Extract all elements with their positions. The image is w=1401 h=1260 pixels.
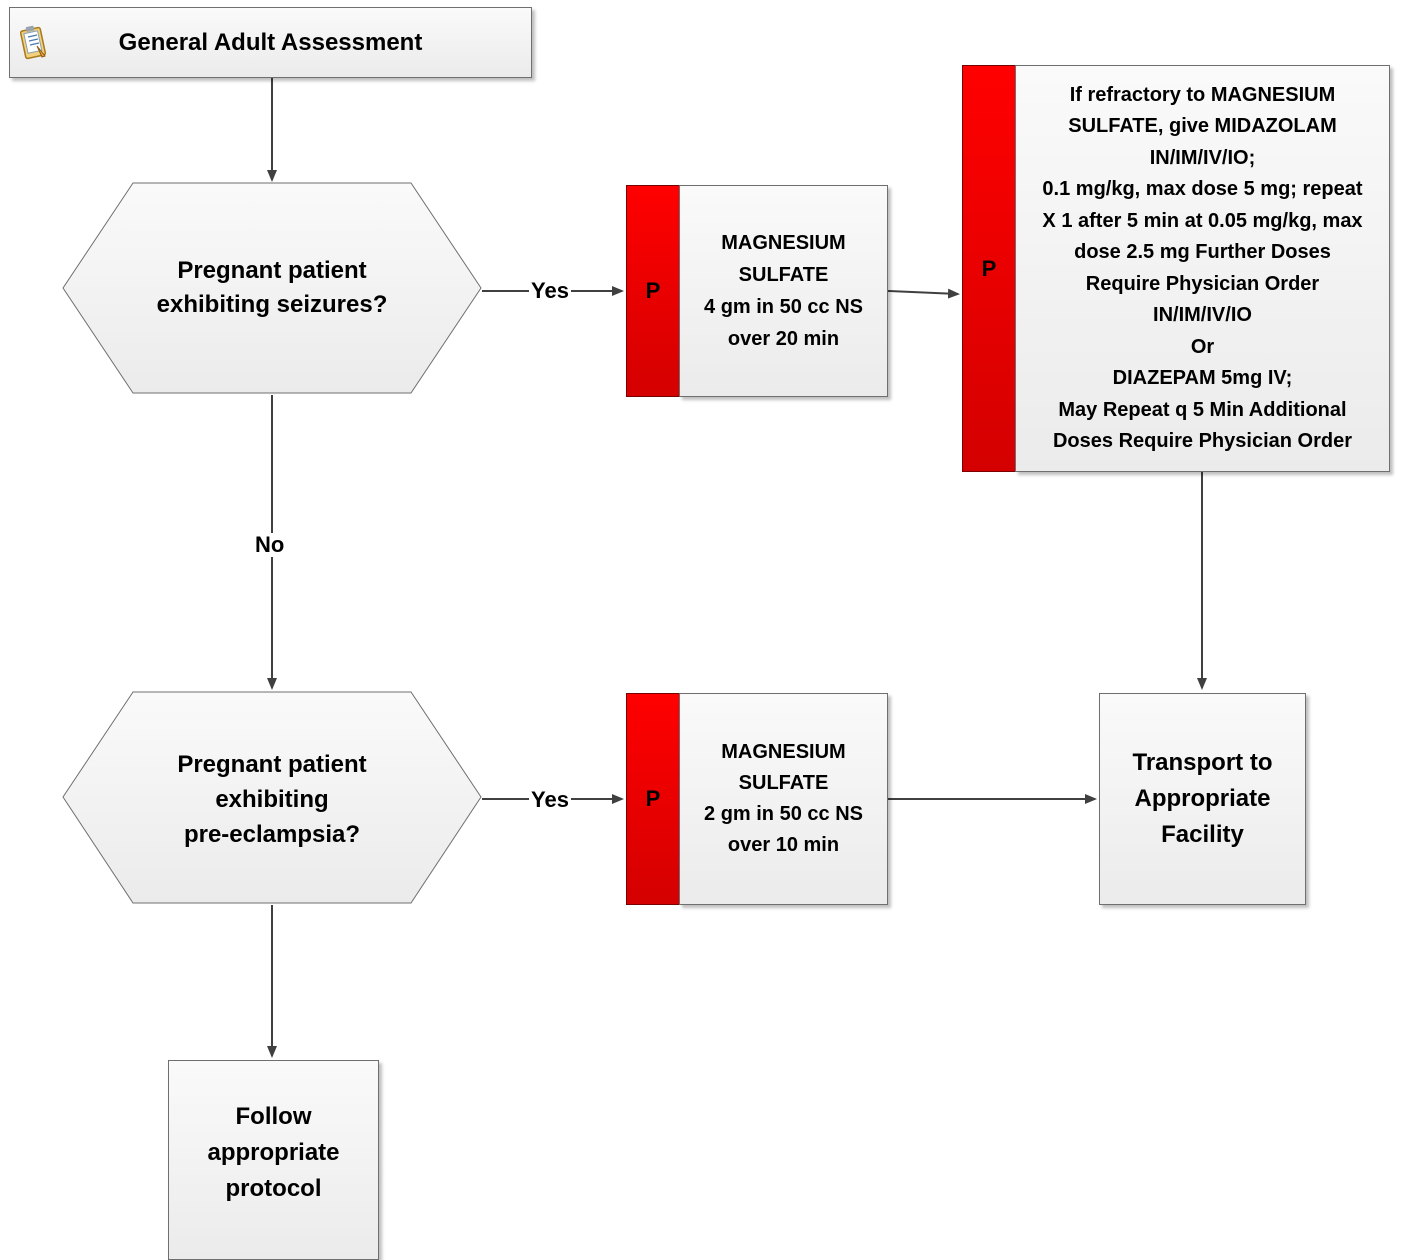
decision-seizures-shape xyxy=(62,182,482,394)
start-box[interactable]: General Adult Assessment xyxy=(9,7,532,78)
follow-protocol-box[interactable]: Follow appropriate protocol xyxy=(168,1060,379,1260)
magnesium-seizure-box[interactable]: MAGNESIUM SULFATE 4 gm in 50 cc NS over … xyxy=(679,185,888,397)
decision-preeclampsia-shape xyxy=(62,691,482,904)
transport-box[interactable]: Transport to Appropriate Facility xyxy=(1099,693,1306,905)
edge-label-yes-seizures: Yes xyxy=(529,278,571,303)
badge-letter: P xyxy=(645,278,661,303)
protocol-badge-refractory: P xyxy=(962,65,1016,472)
start-label: General Adult Assessment xyxy=(118,28,423,56)
badge-letter: P xyxy=(981,255,997,281)
clipboard-icon xyxy=(19,24,48,60)
connector-magnesium-to-refractory xyxy=(887,288,960,299)
edge-label-no: No xyxy=(253,532,287,557)
protocol-badge-magnesium-preeclampsia: P xyxy=(626,693,680,905)
decision-preeclampsia-text: Pregnant patient exhibiting pre-eclampsi… xyxy=(177,750,367,848)
badge-letter: P xyxy=(645,786,661,811)
decision-seizures-text: Pregnant patient exhibiting seizures? xyxy=(156,257,388,318)
magnesium-preeclampsia-box[interactable]: MAGNESIUM SULFATE 2 gm in 50 cc NS over … xyxy=(679,693,888,905)
refractory-box[interactable]: If refractory to MAGNESIUM SULFATE, give… xyxy=(1015,65,1390,472)
edge-label-yes-preeclampsia: Yes xyxy=(529,787,571,812)
protocol-badge-magnesium-seizure: P xyxy=(626,185,680,397)
